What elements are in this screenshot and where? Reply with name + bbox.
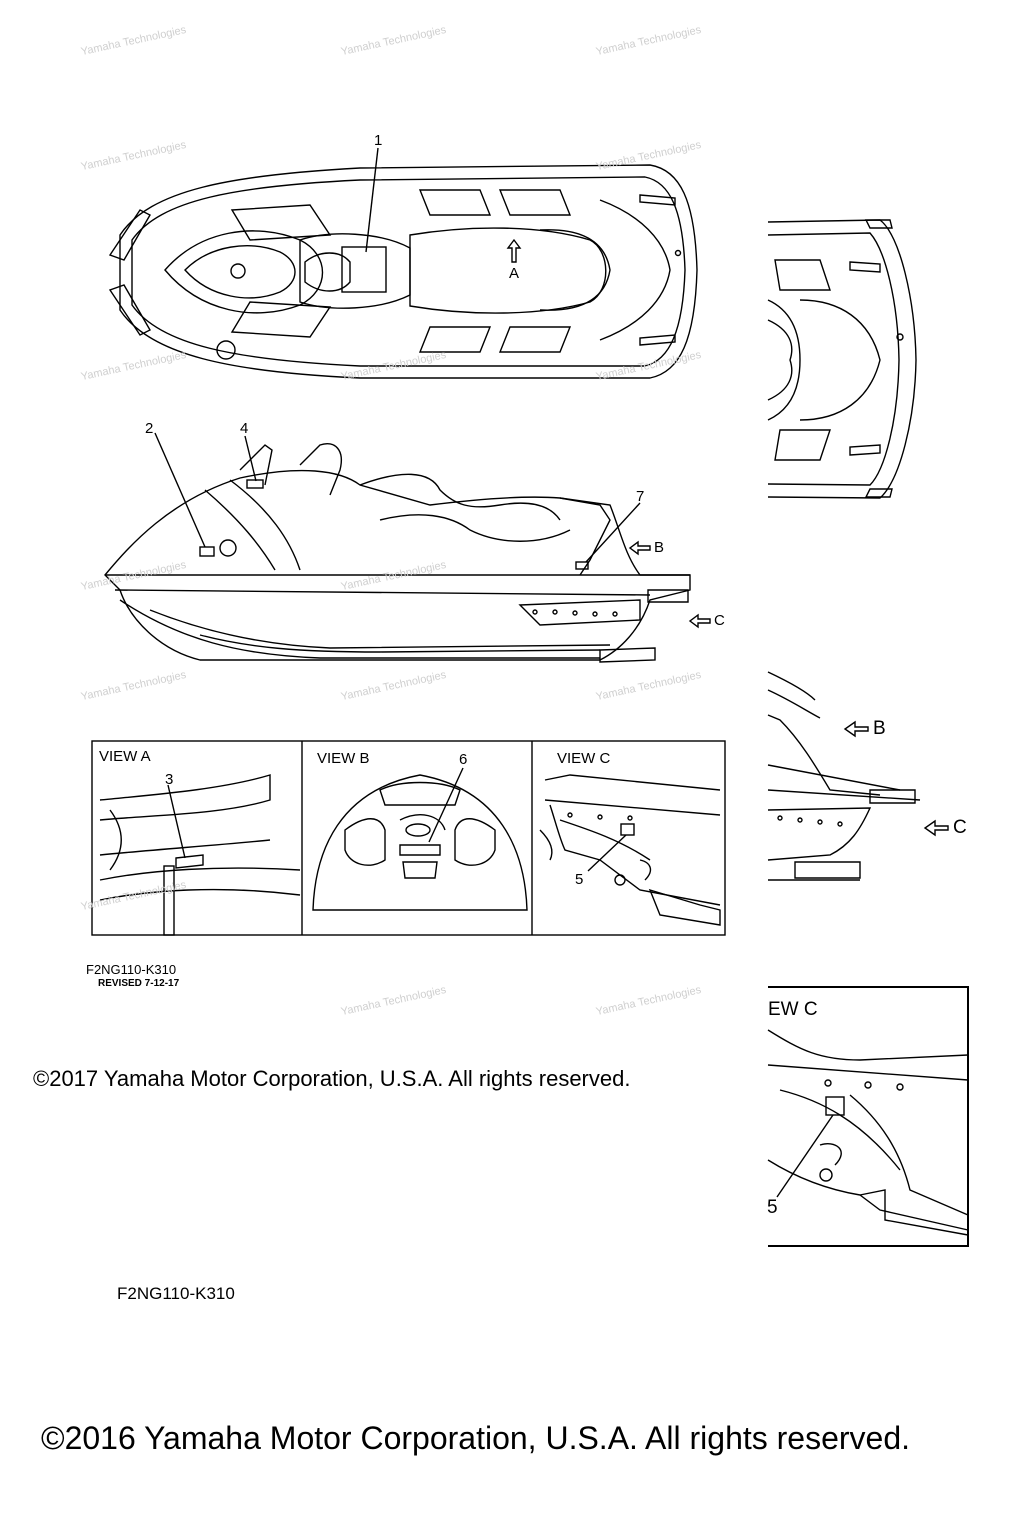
revised-note: REVISED 7-12-17 <box>98 978 180 989</box>
view-panels-frame <box>91 740 726 936</box>
callout-2: 2 <box>145 420 154 437</box>
right-top-view-detail <box>767 219 917 499</box>
callout-6: 6 <box>459 751 468 768</box>
side-view-hull <box>104 432 711 663</box>
view-c-arrow-label: C <box>714 612 725 629</box>
diagram-code: F2NG110-K310 <box>86 962 177 977</box>
view-c-title: VIEW C <box>557 750 611 767</box>
callout-7: 7 <box>636 488 645 505</box>
right-view-b-arrow-label: B <box>873 718 886 739</box>
diagram-code-footer: F2NG110-K310 <box>117 1284 235 1303</box>
callout-3: 3 <box>165 771 174 788</box>
view-a-arrow-label: A <box>509 265 520 282</box>
right-side-detail <box>767 671 949 881</box>
top-view-hull <box>108 147 698 379</box>
view-b-arrow-label: B <box>654 539 665 556</box>
view-b-drawing <box>312 767 528 911</box>
view-a-drawing <box>99 774 301 936</box>
right-view-c-title: EW C <box>768 999 818 1020</box>
copyright-notice-2016: ©2016 Yamaha Motor Corporation, U.S.A. A… <box>41 1420 911 1456</box>
view-c-drawing <box>539 774 721 926</box>
view-a-title: VIEW A <box>99 748 151 765</box>
callout-5: 5 <box>575 871 584 888</box>
right-view-c-arrow-label: C <box>953 817 967 838</box>
callout-1: 1 <box>374 132 383 149</box>
callout-4: 4 <box>240 420 249 437</box>
view-b-title: VIEW B <box>317 750 370 767</box>
right-view-c-detail <box>767 986 969 1247</box>
copyright-notice-2017: ©2017 Yamaha Motor Corporation, U.S.A. A… <box>33 1066 631 1091</box>
right-callout-5: 5 <box>767 1197 778 1218</box>
